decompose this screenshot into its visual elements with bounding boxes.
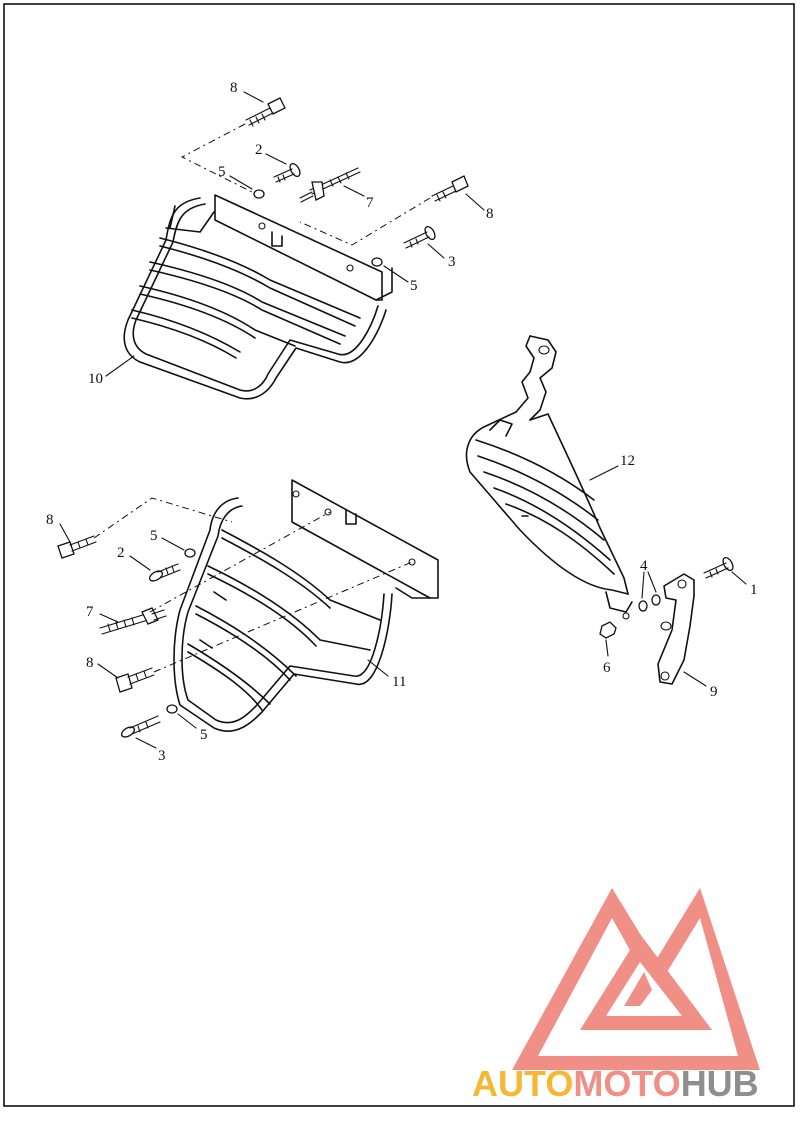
screw-2-upper-icon xyxy=(273,162,301,183)
diagram-border xyxy=(3,3,795,1107)
callout-5-right: 5 xyxy=(410,278,418,294)
washer-4b-icon xyxy=(651,594,661,606)
stud-7-upper-icon xyxy=(299,167,361,203)
callout-3-upper: 3 xyxy=(448,254,456,270)
washer-5-right-icon xyxy=(371,257,383,267)
hardware-upper xyxy=(180,97,469,267)
link-9-icon xyxy=(657,573,695,685)
callout-8-lower: 8 xyxy=(86,655,94,671)
screw-3-upper-icon xyxy=(403,225,436,249)
screw-2-lower-icon xyxy=(148,563,181,582)
watermark-hub: HUB xyxy=(681,1063,759,1104)
callout-5-upper: 5 xyxy=(218,164,226,180)
callout-6: 6 xyxy=(603,660,611,676)
callout-1: 1 xyxy=(750,582,758,598)
callout-8-lower-left: 8 xyxy=(46,512,54,528)
washer-5-lower-top-icon xyxy=(184,548,196,558)
callout-11: 11 xyxy=(392,674,406,690)
watermark-moto: MOTO xyxy=(573,1063,680,1104)
nut-6-icon xyxy=(599,621,617,639)
callout-4: 4 xyxy=(640,558,648,574)
callout-5-lower-bottom: 5 xyxy=(200,727,208,743)
callout-2-upper: 2 xyxy=(255,142,263,158)
washer-4a-icon xyxy=(638,600,648,612)
callout-3-lower: 3 xyxy=(158,748,166,764)
callout-5-lower-top: 5 xyxy=(150,528,158,544)
callout-7-upper: 7 xyxy=(366,195,374,211)
callout-8-upper: 8 xyxy=(230,80,238,96)
bolt-8-lower-icon xyxy=(115,667,155,693)
guard-11 xyxy=(173,479,439,732)
watermark-auto: AUTO xyxy=(472,1063,573,1104)
bolt-8-lower-left-icon xyxy=(57,535,97,559)
washer-5-upper-icon xyxy=(253,189,265,199)
screw-3-lower-icon xyxy=(120,715,161,738)
bolt-8-right-icon xyxy=(431,175,469,202)
callout-8-right: 8 xyxy=(486,206,494,222)
washer-5-lower-bottom-icon xyxy=(166,704,178,714)
stud-7-lower-icon xyxy=(99,607,167,635)
watermark-text: AUTOMOTOHUB xyxy=(472,1063,759,1104)
guard-12 xyxy=(465,335,633,620)
callouts: 8 2 5 7 8 3 5 10 12 8 5 2 7 8 11 5 3 4 1… xyxy=(46,80,758,764)
callout-2-lower: 2 xyxy=(117,545,125,561)
guard-10 xyxy=(123,194,393,400)
callout-9: 9 xyxy=(710,684,718,700)
callout-10: 10 xyxy=(88,371,103,387)
hardware-lower xyxy=(57,497,413,738)
watermark-logo-icon xyxy=(512,888,760,1070)
bolt-1-icon xyxy=(703,556,734,579)
callout-7-lower: 7 xyxy=(86,604,94,620)
bolt-8-upper-icon xyxy=(245,97,286,127)
leader-lines xyxy=(59,91,747,749)
callout-12: 12 xyxy=(620,453,635,469)
hardware-right xyxy=(599,556,734,685)
